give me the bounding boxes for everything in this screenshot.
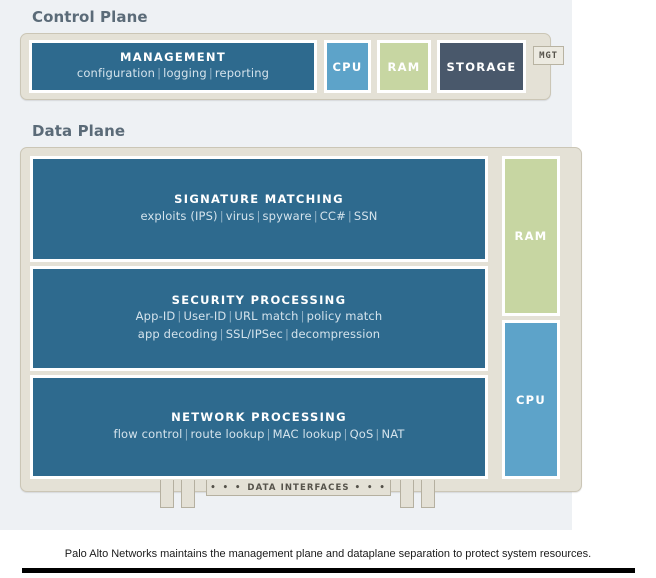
sig-item-spyware: spyware [262, 208, 312, 223]
data-interfaces-label: • • • DATA INTERFACES • • • [206, 480, 391, 496]
net-item-nat: NAT [381, 426, 405, 441]
network-processing-title: NETWORK PROCESSING [171, 410, 347, 425]
management-item-logging: logging [163, 66, 207, 81]
sig-item-ssn: SSN [353, 208, 378, 223]
sec-item-user-id: User-ID [183, 309, 227, 324]
management-block-title: MANAGEMENT [120, 49, 226, 64]
management-item-reporting: reporting [214, 66, 270, 81]
control-plane-title: Control Plane [32, 8, 148, 26]
separator: | [219, 208, 224, 223]
sec-item-decompression: decompression [291, 327, 381, 342]
data-interface-port[interactable] [160, 480, 174, 508]
control-plane-cpu-block[interactable]: CPU [324, 40, 371, 93]
sig-item-cc: CC# [319, 208, 346, 223]
separator: | [256, 208, 261, 223]
sig-item-exploits: exploits (IPS) [140, 208, 218, 223]
separator: | [347, 208, 352, 223]
separator: | [228, 309, 233, 324]
management-item-configuration: configuration [76, 66, 156, 81]
control-plane-container: MANAGEMENT configuration|logging|reporti… [20, 33, 551, 100]
signature-matching-title: SIGNATURE MATCHING [174, 192, 344, 207]
data-interface-port[interactable] [421, 480, 435, 508]
data-interface-port[interactable] [400, 480, 414, 508]
network-processing-block[interactable]: NETWORK PROCESSING flow control|route lo… [30, 375, 488, 479]
separator: | [219, 327, 224, 342]
diagram-caption: Palo Alto Networks maintains the managem… [64, 548, 592, 560]
network-processing-items: flow control|route lookup|MAC lookup|QoS… [114, 426, 405, 444]
separator: | [208, 66, 213, 81]
separator: | [375, 426, 380, 441]
security-processing-items-line-1: App-ID|User-ID|URL match|policy match [136, 308, 383, 326]
security-processing-block[interactable]: SECURITY PROCESSING App-ID|User-ID|URL m… [30, 266, 488, 371]
sec-item-ssl-ipsec: SSL/IPSec [225, 327, 283, 342]
signature-matching-block[interactable]: SIGNATURE MATCHING exploits (IPS)|virus|… [30, 156, 488, 262]
net-item-flow-control: flow control [113, 426, 183, 441]
sec-item-policy-match: policy match [306, 309, 383, 324]
data-plane-cpu-block[interactable]: CPU [502, 320, 560, 479]
management-block-items: configuration|logging|reporting [77, 65, 269, 83]
data-plane-ram-label: RAM [514, 229, 548, 243]
bottom-divider [22, 568, 635, 573]
data-interfaces-text: DATA INTERFACES [247, 482, 350, 493]
control-plane-ram-block[interactable]: RAM [377, 40, 431, 93]
management-block[interactable]: MANAGEMENT configuration|logging|reporti… [29, 40, 317, 93]
mgt-port-tab[interactable]: MGT [533, 46, 564, 65]
net-item-route-lookup: route lookup [190, 426, 265, 441]
signature-matching-items: exploits (IPS)|virus|spyware|CC#|SSN [140, 208, 377, 226]
separator: | [284, 327, 289, 342]
control-plane-storage-label: STORAGE [446, 59, 517, 74]
data-plane-container: SIGNATURE MATCHING exploits (IPS)|virus|… [20, 147, 582, 492]
data-plane-title: Data Plane [32, 122, 126, 140]
sec-item-url-match: URL match [234, 309, 299, 324]
separator: | [184, 426, 189, 441]
control-plane-storage-block[interactable]: STORAGE [437, 40, 526, 93]
separator: | [343, 426, 348, 441]
net-item-qos: QoS [349, 426, 374, 441]
sig-item-virus: virus [225, 208, 255, 223]
control-plane-ram-label: RAM [387, 59, 421, 74]
security-processing-items-line-2: app decoding|SSL/IPSec|decompression [138, 326, 381, 344]
right-dots-icon: • • • [354, 482, 387, 493]
sec-item-app-decoding: app decoding [137, 327, 218, 342]
data-plane-cpu-label: CPU [515, 392, 547, 407]
control-plane-cpu-label: CPU [332, 59, 363, 74]
left-dots-icon: • • • [210, 482, 243, 493]
separator: | [177, 309, 182, 324]
separator: | [300, 309, 305, 324]
diagram-panel: Control Plane MANAGEMENT configuration|l… [0, 0, 582, 530]
sec-item-app-id: App-ID [135, 309, 176, 324]
separator: | [157, 66, 162, 81]
net-item-mac-lookup: MAC lookup [272, 426, 342, 441]
separator: | [266, 426, 271, 441]
data-interfaces-strip: • • • DATA INTERFACES • • • [160, 480, 435, 508]
data-plane-ram-block[interactable]: RAM [502, 156, 560, 316]
separator: | [313, 208, 318, 223]
data-interface-port[interactable] [181, 480, 195, 508]
security-processing-title: SECURITY PROCESSING [171, 292, 347, 307]
